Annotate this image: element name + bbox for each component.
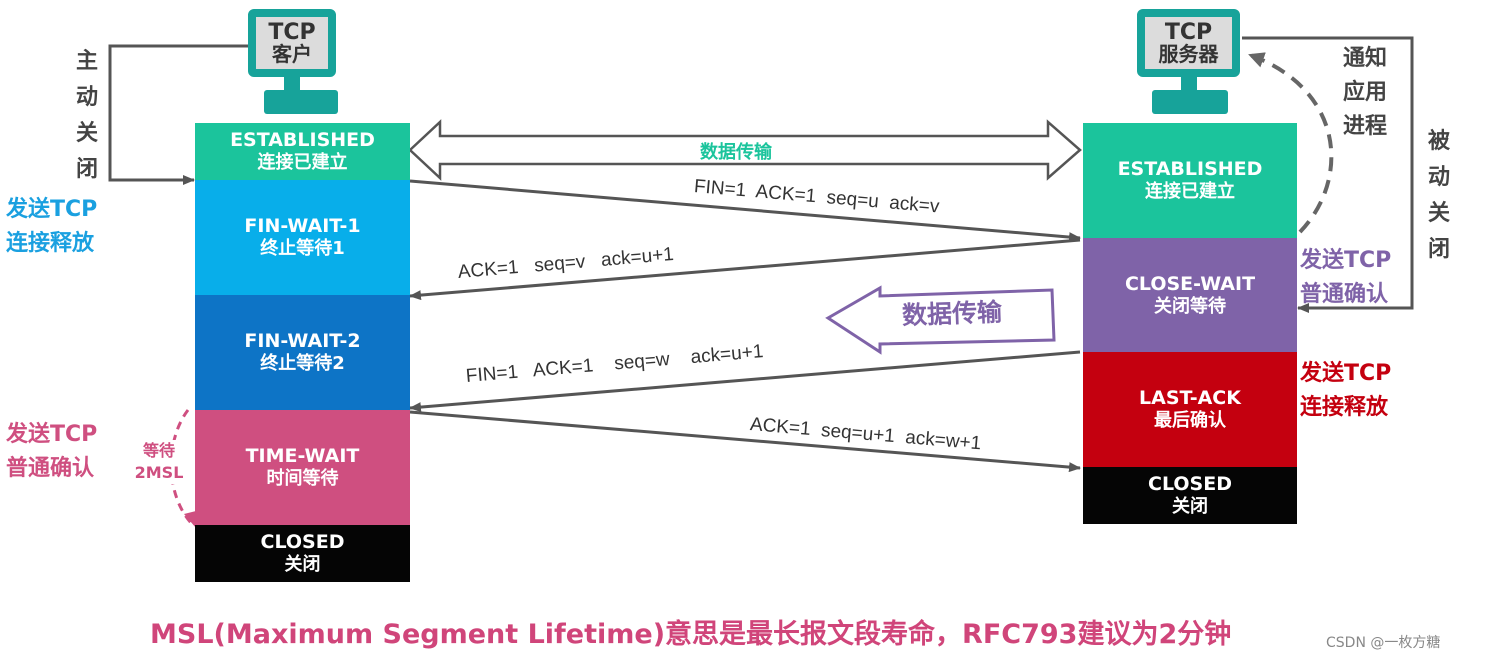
server-state-closed: CLOSED 关闭 [1083, 467, 1297, 524]
client-state-zh: 终止等待1 [260, 238, 345, 260]
client-state-established: ESTABLISHED 连接已建立 [195, 123, 410, 180]
client-send-release-label: 发送TCP 连接释放 [6, 193, 97, 261]
notify-app-label: 通知 应用 进程 [1338, 42, 1392, 144]
passive-close-char: 被 [1427, 129, 1450, 154]
data-transfer-top-label: 数据传输 [700, 142, 772, 163]
server-send-ack-line: 普通确认 [1300, 282, 1389, 307]
passive-close-char: 关 [1427, 201, 1450, 226]
server-state-zh: 最后确认 [1154, 410, 1226, 432]
client-send-ack-line: 发送TCP [6, 422, 98, 447]
active-close-label: 主 动 关 闭 [72, 44, 102, 188]
server-state-zh: 关闭 [1172, 496, 1208, 518]
server-monitor-icon: TCP 服务器 [1137, 9, 1240, 77]
watermark: CSDN @一枚方糖 [1326, 635, 1441, 651]
server-send-release-line: 发送TCP [1300, 361, 1392, 386]
client-state-fin-wait-2: FIN-WAIT-2 终止等待2 [195, 295, 410, 410]
client-state-closed: CLOSED 关闭 [195, 525, 410, 582]
client-state-zh: 时间等待 [266, 468, 339, 490]
active-close-char: 闭 [75, 157, 98, 182]
server-state-en: CLOSED [1148, 473, 1232, 496]
client-state-zh: 终止等待2 [260, 353, 345, 375]
server-state-zh: 连接已建立 [1145, 181, 1235, 203]
data-transfer-double-arrow [408, 119, 1082, 181]
server-monitor-base [1152, 90, 1228, 114]
wait-2msl-line: 等待 [142, 441, 175, 460]
client-monitor-stand [284, 77, 300, 91]
arrow-ack-1 [409, 238, 1081, 301]
client-state-zh: 关闭 [284, 554, 321, 576]
server-send-release-line: 连接释放 [1300, 395, 1389, 420]
notify-app-line: 通知 [1342, 46, 1387, 71]
client-state-fin-wait-1: FIN-WAIT-1 终止等待1 [195, 180, 410, 295]
server-data-transfer-arrow [825, 285, 1056, 355]
server-state-close-wait: CLOSE-WAIT 关闭等待 [1083, 238, 1297, 352]
server-send-ack-label: 发送TCP 普通确认 [1300, 244, 1391, 312]
arrow-fin-1 [409, 179, 1081, 243]
client-send-ack-label: 发送TCP 普通确认 [6, 418, 97, 486]
notify-app-line: 应用 [1342, 80, 1387, 105]
active-close-char: 动 [75, 85, 98, 110]
active-close-char: 主 [75, 49, 98, 74]
server-state-last-ack: LAST-ACK 最后确认 [1083, 352, 1297, 467]
client-monitor-icon: TCP 客户 [248, 9, 336, 77]
client-state-time-wait: TIME-WAIT 时间等待 [195, 410, 410, 525]
server-monitor-line2: 服务器 [1158, 42, 1219, 67]
server-send-release-label: 发送TCP 连接释放 [1300, 357, 1391, 425]
client-send-release-line: 发送TCP [6, 197, 98, 222]
wait-2msl-label: 等待 2MSL [126, 440, 192, 484]
notify-app-line: 进程 [1342, 114, 1387, 139]
client-state-en: FIN-WAIT-2 [244, 330, 361, 353]
passive-close-char: 动 [1427, 165, 1450, 190]
passive-close-label: 被 动 关 闭 [1424, 124, 1454, 268]
passive-close-connector [1242, 36, 1414, 313]
client-send-release-line: 连接释放 [6, 231, 95, 256]
client-monitor-line1: TCP [268, 19, 316, 45]
client-state-en: TIME-WAIT [245, 445, 360, 468]
server-state-en: CLOSE-WAIT [1124, 272, 1256, 295]
client-state-en: ESTABLISHED [230, 129, 375, 152]
server-state-en: LAST-ACK [1139, 387, 1241, 410]
client-monitor-base [264, 90, 338, 114]
server-monitor-line1: TCP [1164, 19, 1213, 45]
data-transfer-mid-label: 数据传输 [901, 297, 1003, 330]
active-close-char: 关 [75, 121, 98, 146]
footer-note: MSL(Maximum Segment Lifetime)意思是最长报文段寿命，… [150, 619, 1232, 650]
arrow-ack-2 [409, 410, 1081, 473]
active-close-connector [108, 44, 248, 185]
client-state-en: FIN-WAIT-1 [244, 215, 361, 238]
server-state-established: ESTABLISHED 连接已建立 [1083, 123, 1297, 238]
wait-2msl-arrowhead [184, 511, 196, 528]
arrow-fin-2 [409, 350, 1081, 413]
client-state-en: CLOSED [260, 531, 345, 554]
server-monitor-stand [1181, 77, 1197, 91]
notify-app-curve [1248, 52, 1334, 234]
client-monitor-line2: 客户 [272, 42, 312, 67]
passive-close-char: 闭 [1427, 237, 1450, 262]
client-state-zh: 连接已建立 [257, 152, 348, 174]
client-send-ack-line: 普通确认 [6, 456, 95, 481]
server-send-ack-line: 发送TCP [1300, 248, 1392, 273]
server-state-en: ESTABLISHED [1117, 158, 1263, 181]
server-state-zh: 关闭等待 [1154, 295, 1226, 317]
wait-2msl-line: 2MSL [134, 463, 184, 482]
